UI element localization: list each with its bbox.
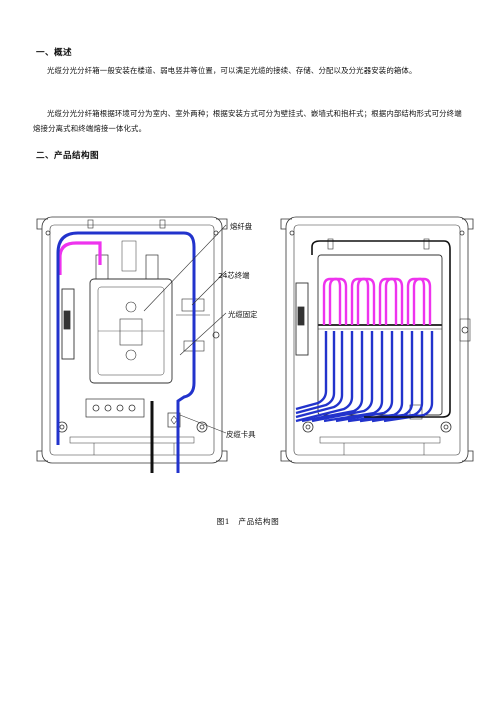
callout-24-core-terminal: 24芯终端: [218, 271, 250, 280]
right-fibers-pink: [322, 277, 432, 325]
callout-splice-tray: 熔纤盘: [230, 222, 253, 231]
callout-cable-fixing: 光缆固定: [228, 310, 258, 319]
left-box: [36, 216, 228, 464]
figure-caption: 图1 产品结构图: [216, 517, 280, 526]
paragraph-overview-2: 光缆分光分纤箱根据环境可分为室内、室外两种；根据安装方式可分为壁挂式、嵌墙式和抱…: [33, 109, 462, 133]
right-cable-black: [311, 240, 451, 418]
right-box-outer: [285, 216, 469, 464]
right-fibers-blue: [295, 331, 434, 423]
left-fiber-pink: [58, 241, 102, 275]
right-box: [280, 216, 474, 464]
callout-drop-cable-clamp: 皮缆卡具: [226, 430, 256, 439]
heading-overview: 一、概述: [36, 48, 72, 58]
left-cable-clamp: [85, 398, 145, 418]
product-structure-figure: 熔纤盘 24芯终端 光缆固定 皮缆卡具: [34, 215, 474, 475]
left-splice-tray: [89, 278, 173, 384]
left-fiber-blue: [56, 231, 196, 473]
callout-lines: [143, 224, 227, 434]
paragraph-overview-1: 光缆分光分纤箱一般安装在楼道、弱电竖井等位置，可以满足光缆的接续、存储、分配以及…: [47, 66, 417, 75]
structure-diagram: 熔纤盘 24芯终端 光缆固定 皮缆卡具: [36, 216, 474, 473]
left-box-inner: [49, 224, 215, 456]
left-box-outer: [41, 216, 223, 464]
right-terminal-panel: [317, 254, 443, 416]
heading-structure: 二、产品结构图: [36, 151, 99, 161]
